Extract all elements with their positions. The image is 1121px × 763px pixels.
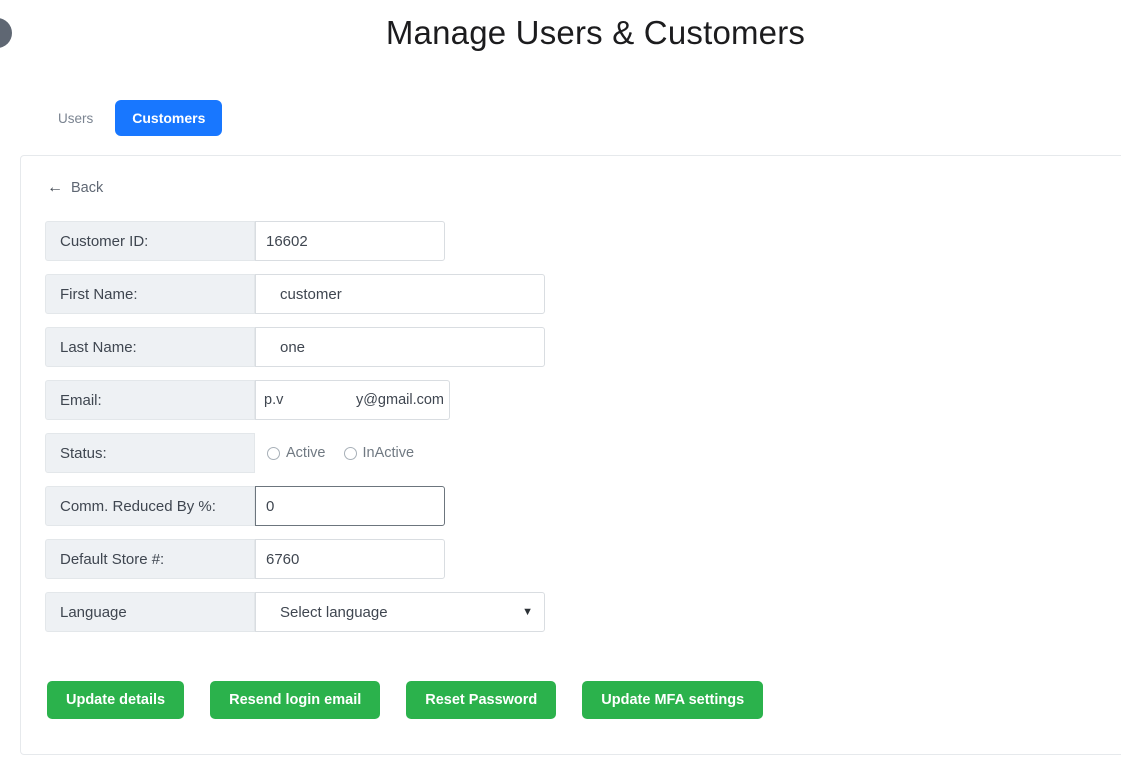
email-value-start: p.v	[264, 392, 284, 408]
language-select-wrapper: Select language ▼	[255, 592, 545, 632]
input-comm-reduced[interactable]	[255, 486, 445, 526]
radio-inactive[interactable]: InActive	[343, 445, 415, 461]
action-button-row: Update details Resend login email Reset …	[47, 681, 764, 719]
input-customer-id[interactable]	[255, 221, 445, 261]
arrow-left-icon: ←	[47, 179, 63, 196]
decorative-circle	[0, 18, 12, 48]
label-first-name: First Name:	[45, 274, 255, 314]
tab-bar: Users Customers	[44, 100, 223, 136]
radio-circle-icon	[267, 446, 280, 460]
label-last-name: Last Name:	[45, 327, 255, 367]
label-email: Email:	[45, 380, 255, 420]
radio-active[interactable]: Active	[267, 445, 326, 461]
label-default-store: Default Store #:	[45, 539, 255, 579]
select-language[interactable]: Select language	[255, 592, 545, 632]
form-row-default-store: Default Store #:	[45, 539, 545, 579]
radio-inactive-label: InActive	[362, 445, 415, 461]
tab-users[interactable]: Users	[44, 102, 107, 135]
input-first-name[interactable]	[255, 274, 545, 314]
email-value-end: y@gmail.com	[355, 392, 444, 408]
status-radio-group: Active InActive	[255, 433, 414, 473]
page-title: Manage Users & Customers	[385, 14, 806, 51]
label-customer-id: Customer ID:	[45, 221, 255, 261]
input-email[interactable]: p.v y@gmail.com	[255, 380, 450, 420]
radio-circle-icon	[343, 446, 357, 460]
resend-login-email-button[interactable]: Resend login email	[210, 681, 381, 719]
form-row-language: Language Select language ▼	[45, 592, 545, 632]
update-mfa-settings-button[interactable]: Update MFA settings	[582, 681, 764, 719]
customer-detail-card: ← Back Customer ID: First Name: Last Nam…	[20, 155, 1121, 755]
form-row-first-name: First Name:	[45, 274, 545, 314]
label-status: Status:	[45, 433, 255, 473]
back-label: Back	[71, 180, 104, 196]
customer-form: Customer ID: First Name: Last Name: Emai…	[45, 221, 545, 645]
form-row-comm-reduced: Comm. Reduced By %:	[45, 486, 545, 526]
label-comm-reduced: Comm. Reduced By %:	[45, 486, 255, 526]
tab-customers[interactable]: Customers	[115, 100, 223, 136]
input-default-store[interactable]	[255, 539, 445, 579]
back-link[interactable]: ← Back	[47, 179, 104, 197]
reset-password-button[interactable]: Reset Password	[406, 681, 557, 719]
form-row-customer-id: Customer ID:	[45, 221, 545, 261]
update-details-button[interactable]: Update details	[47, 681, 185, 719]
form-row-email: Email: p.v y@gmail.com	[45, 380, 545, 420]
input-last-name[interactable]	[255, 327, 545, 367]
form-row-last-name: Last Name:	[45, 327, 545, 367]
form-row-status: Status: Active InActive	[45, 433, 545, 473]
label-language: Language	[45, 592, 255, 632]
radio-active-label: Active	[286, 445, 326, 461]
